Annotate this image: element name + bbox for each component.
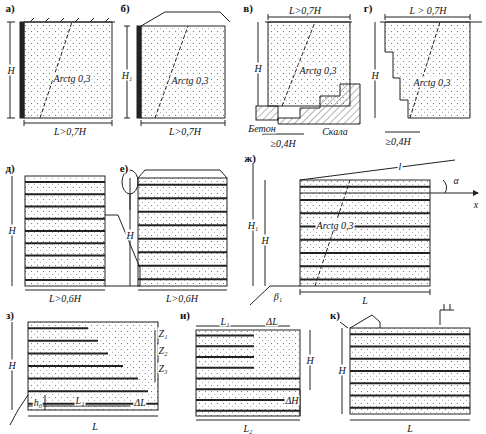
dimension-label: L bbox=[361, 295, 369, 306]
dimension-label: H bbox=[253, 63, 262, 74]
panel-letter: е) bbox=[119, 163, 130, 174]
dimension-label: ΔL bbox=[133, 397, 146, 408]
dimension-label: H bbox=[7, 360, 16, 371]
dimension-label: h₀ bbox=[33, 397, 43, 408]
dimension-label: β₁ bbox=[273, 291, 283, 302]
dimension-label: Arctg 0,3 bbox=[171, 75, 210, 86]
dimension-label: ≥0,4H bbox=[269, 138, 296, 149]
dimension-label: L>0,7H bbox=[168, 126, 202, 137]
dimension-label: ΔL bbox=[265, 316, 278, 327]
dimension-label: H₁ bbox=[121, 70, 134, 81]
dimension-label: x bbox=[473, 199, 479, 210]
panel-letter: з) bbox=[5, 310, 15, 321]
dimension-label: L>0,7H bbox=[288, 5, 322, 16]
dimension-label: L₁ bbox=[219, 316, 230, 327]
panel-letter: и) bbox=[179, 310, 191, 321]
dimension-label: ≥0,4H bbox=[384, 136, 411, 147]
dimension-label: H bbox=[125, 230, 134, 241]
dimension-label: Z₃ bbox=[157, 363, 168, 374]
dimension-label: Z₁ bbox=[157, 328, 168, 339]
panel-letter: д) bbox=[4, 163, 15, 174]
dimension-label: H bbox=[305, 355, 314, 366]
dimension-label: ΔH bbox=[284, 395, 299, 406]
dimension-label: L>0,7H bbox=[53, 126, 87, 137]
dimension-label: Arctg 0,3 bbox=[316, 220, 355, 231]
panel-letter: в) bbox=[242, 3, 254, 14]
dimension-label: H₁ bbox=[247, 220, 260, 231]
panel-letter: г) bbox=[363, 3, 374, 14]
dimension-label: H bbox=[370, 70, 379, 81]
dimension-label: l bbox=[398, 161, 403, 172]
dimension-label: Arctg 0,3 bbox=[299, 65, 338, 76]
dimension-label: L>0,6H bbox=[165, 293, 199, 304]
dimension-label: Скала bbox=[321, 126, 349, 137]
dimension-label: L>0,6H bbox=[48, 293, 82, 304]
panel-letter: а) bbox=[4, 3, 15, 14]
dimension-label: H bbox=[260, 235, 269, 246]
dimension-label: L > 0,7H bbox=[409, 5, 448, 16]
panel-letter: б) bbox=[119, 3, 130, 14]
dimension-label: H bbox=[337, 365, 346, 376]
dimension-label: L₂ bbox=[242, 423, 253, 434]
dimension-label: L bbox=[406, 423, 414, 434]
dimension-label: L bbox=[91, 421, 99, 432]
dimension-label: L₁ bbox=[74, 395, 85, 406]
dimension-label: H bbox=[6, 65, 15, 76]
panel-letter: к) bbox=[329, 310, 341, 321]
dimension-label: Бетон bbox=[247, 123, 276, 134]
dimension-label: H bbox=[7, 225, 16, 236]
panel-letter: ж) bbox=[243, 153, 257, 164]
dimension-label: Z₂ bbox=[157, 345, 168, 356]
dimension-label: Arctg 0,3 bbox=[413, 77, 452, 88]
dimension-label: α bbox=[452, 175, 459, 186]
dimension-label: Arctg 0,3 bbox=[53, 73, 92, 84]
